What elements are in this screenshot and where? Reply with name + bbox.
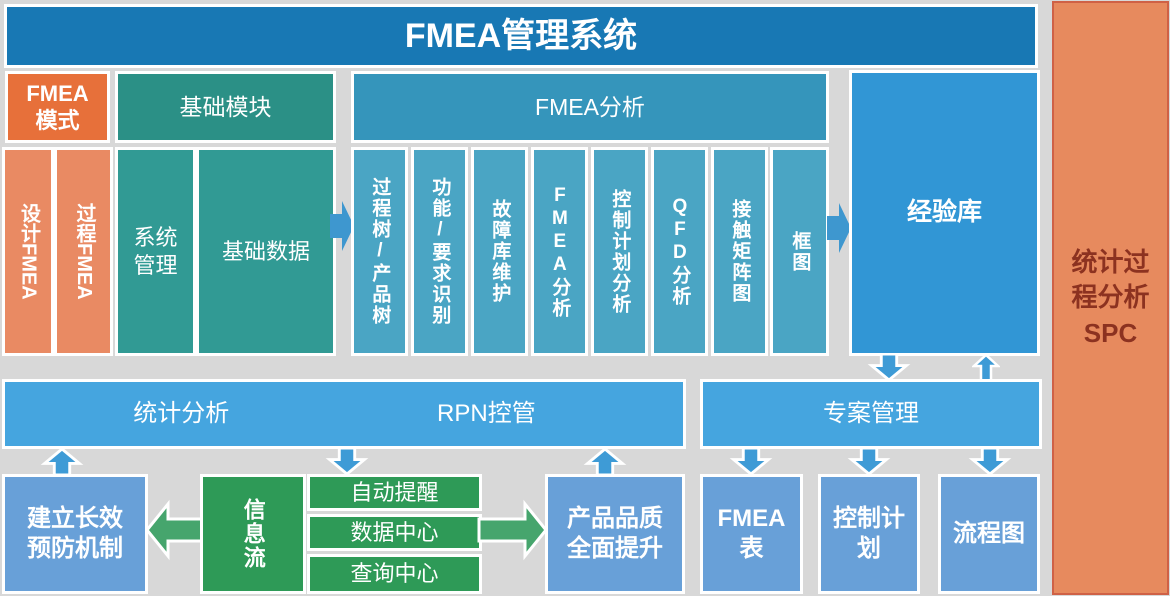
long-term-prevention-box: 建立长效预防机制: [2, 474, 148, 594]
arrow-up-icon: [40, 448, 84, 475]
fmea-analysis-header: FMEA分析: [351, 71, 829, 143]
page-title: FMEA管理系统: [4, 4, 1038, 68]
project-management-bar: 专案管理: [700, 379, 1042, 449]
arrow-right-icon: [330, 201, 354, 251]
fmea-table-box: FMEA表: [700, 474, 803, 594]
spc-label: 统计过程分析: [1071, 247, 1150, 313]
data-center-box: 数据中心: [307, 514, 482, 551]
arrow-right-icon: [827, 203, 851, 253]
arrow-right-icon: [477, 499, 548, 561]
experience-library-box: 经验库: [849, 70, 1040, 356]
arrow-down-icon: [729, 448, 773, 475]
stats-analysis-label: 统计分析: [133, 400, 230, 427]
rpn-control-label: RPN控管: [437, 400, 536, 427]
arrow-left-icon: [145, 499, 204, 561]
process-fmea-box: 过程FMEA: [54, 147, 113, 356]
auto-reminder-box: 自动提醒: [307, 474, 482, 511]
stats-rpn-bar: 统计分析 RPN控管: [2, 379, 686, 449]
spc-sub-label: SPC: [1083, 317, 1138, 348]
analysis-column-fmea-analysis: FMEA分析: [531, 147, 588, 356]
spc-banner: 统计过程分析 SPC: [1052, 1, 1169, 595]
analysis-column-qfd-analysis: QFD分析: [651, 147, 708, 356]
arrow-down-icon: [325, 448, 369, 475]
base-module-header: 基础模块: [115, 71, 336, 143]
arrow-up-icon: [972, 354, 1000, 381]
design-fmea-box: 设计FMEA: [2, 147, 54, 356]
analysis-column-process-tree: 过程树/产品树: [351, 147, 408, 356]
analysis-column-function-requirement: 功能/要求识别: [411, 147, 468, 356]
analysis-column-block-diagram: 框图: [770, 147, 829, 356]
analysis-column-control-plan-analysis: 控制计划分析: [591, 147, 648, 356]
arrow-down-icon: [968, 448, 1012, 475]
base-data-box: 基础数据: [196, 147, 336, 356]
info-flow-box: 信息流: [200, 474, 306, 594]
control-plan-box: 控制计划: [818, 474, 920, 594]
arrow-down-icon: [847, 448, 891, 475]
arrow-down-icon: [867, 354, 911, 381]
query-center-box: 查询中心: [307, 554, 482, 594]
spc-banner-text: 统计过程分析 SPC: [1069, 245, 1153, 350]
arrow-up-icon: [583, 448, 627, 475]
fmea-mode-header: FMEA模式: [5, 71, 110, 143]
system-management-box: 系统管理: [115, 147, 196, 356]
analysis-column-failure-library: 故障库维护: [471, 147, 528, 356]
analysis-column-contact-matrix: 接触矩阵图: [711, 147, 768, 356]
flow-chart-box: 流程图: [938, 474, 1040, 594]
product-quality-box: 产品品质全面提升: [545, 474, 685, 594]
